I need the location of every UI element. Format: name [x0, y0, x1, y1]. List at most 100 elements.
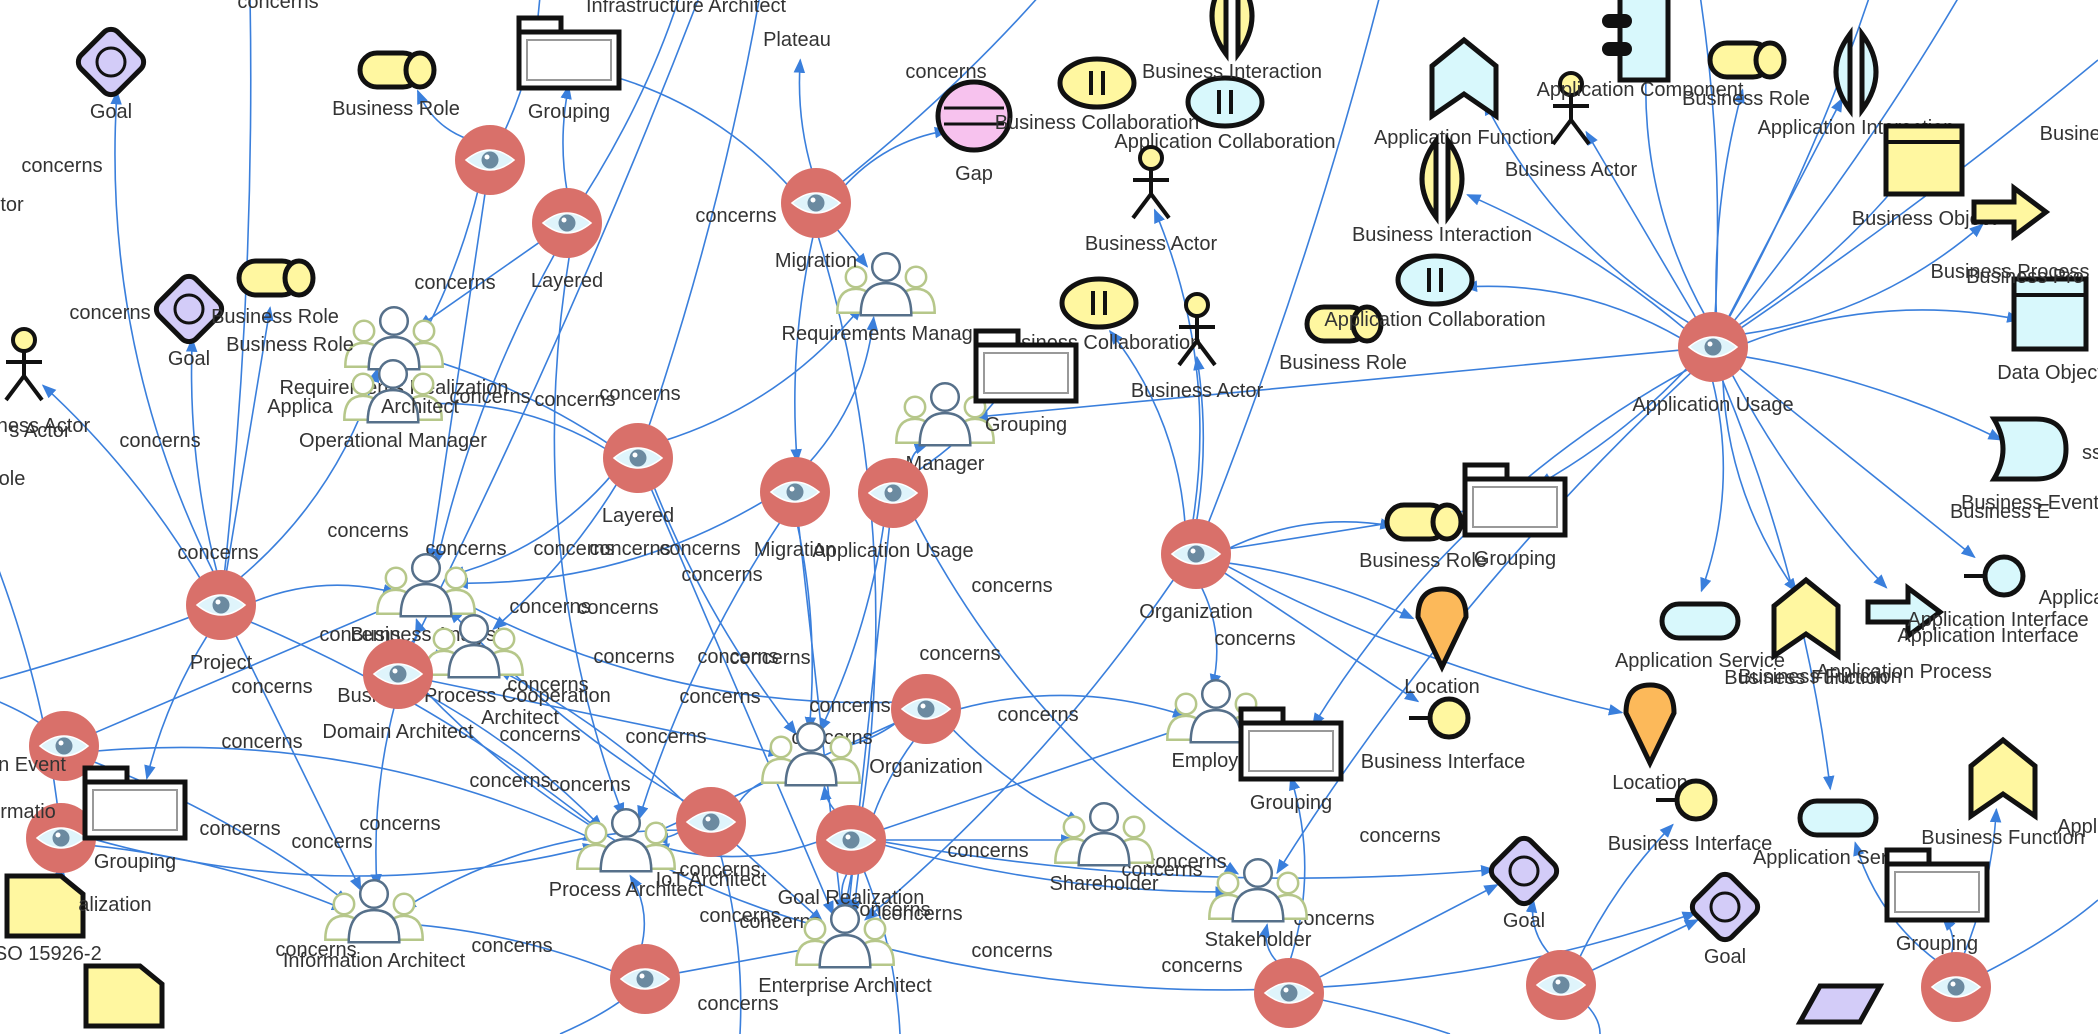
gap-node[interactable]: Gap: [935, 79, 1013, 185]
concerns-edge: [732, 841, 824, 923]
node-label: Enterprise Architect: [758, 975, 932, 997]
viewpoint-node[interactable]: Application Usage: [1632, 312, 1794, 416]
grouping-node[interactable]: Grouping: [82, 765, 188, 873]
node-label: Business Interaction: [1352, 224, 1532, 246]
role-node[interactable]: Business Role: [1279, 304, 1407, 374]
viewpoint-node[interactable]: Organization: [869, 674, 983, 778]
viewpoint-node[interactable]: Migration: [775, 168, 857, 272]
node-label: Application Service: [1753, 847, 1923, 869]
viewpoint-node[interactable]: Layered: [531, 188, 603, 292]
stakeholder-node[interactable]: [761, 721, 861, 787]
stakeholder-node[interactable]: Process Architect: [549, 807, 704, 901]
node-label: Application Usage: [812, 540, 973, 562]
plateau-node[interactable]: Plateau: [763, 29, 831, 51]
stakeholder-node[interactable]: Requirements Manager: [782, 251, 991, 345]
stakeholder-node[interactable]: Operational Manager: [299, 358, 487, 452]
stakeholder-node[interactable]: Business Analyst: [350, 552, 502, 646]
stakeholder-node[interactable]: Manager: [895, 381, 995, 475]
stakeholder-node[interactable]: Shareholder: [1050, 801, 1159, 895]
grouping-node[interactable]: Grouping: [973, 328, 1079, 436]
concerns-edge: [1729, 370, 1888, 589]
node-label: Data Object: [1997, 362, 2098, 384]
assessment-node[interactable]: [1795, 983, 1885, 1025]
viewpoint-node[interactable]: Layered: [602, 423, 674, 527]
location-node[interactable]: Location: [1404, 586, 1480, 698]
viewpoint-node[interactable]: IoT Architect: [656, 787, 767, 891]
concerns-edge: [421, 691, 604, 829]
concerns-edge: [1719, 375, 1835, 791]
concerns-label: concerns: [739, 911, 820, 933]
grouping-node[interactable]: Grouping: [1462, 462, 1568, 570]
viewpoint-node[interactable]: Domain Architect: [322, 639, 474, 743]
viewpoint-node[interactable]: [455, 125, 525, 195]
interaction-node[interactable]: Business Interaction: [1352, 133, 1532, 246]
role-node[interactable]: Business Role: [1682, 40, 1810, 110]
concerns-label: concerns: [469, 770, 550, 792]
role-node[interactable]: Business Role: [1359, 502, 1487, 572]
viewpoint-node[interactable]: Application Usage: [812, 458, 974, 562]
interface-node[interactable]: Business Interface: [1361, 696, 1526, 773]
stakeholder-node[interactable]: Enterprise Architect: [758, 903, 932, 997]
goal-node[interactable]: Goal: [152, 272, 226, 370]
viewpoint-node[interactable]: [1254, 958, 1324, 1028]
dataobject-node[interactable]: Data Object: [1997, 276, 2098, 384]
actor-node[interactable]: Business Actor: [0, 327, 90, 437]
stakeholder-node[interactable]: Information Architect: [283, 878, 466, 972]
collab-node[interactable]: Application Collaboration: [1324, 253, 1546, 331]
actor-node[interactable]: Business Actor: [1505, 71, 1638, 181]
concerns-label: concerns: [679, 686, 760, 708]
node-label: IoT Architect: [656, 869, 767, 891]
interaction-node[interactable]: Application Interaction: [1758, 26, 1955, 139]
stakeholder-node[interactable]: Stakeholder: [1205, 857, 1312, 951]
viewpoint-node[interactable]: Goal Realization: [778, 805, 925, 909]
concerns-label: concerns: [681, 564, 762, 586]
process-node[interactable]: Application Process: [1816, 583, 1992, 683]
location-node[interactable]: Location: [1612, 682, 1688, 794]
goal-node[interactable]: Goal: [74, 25, 148, 123]
actor-node[interactable]: Business Actor: [1131, 292, 1264, 402]
collab-node[interactable]: Application Collaboration: [1114, 75, 1336, 153]
service-node[interactable]: Application Service: [1753, 798, 1923, 869]
grouping-node[interactable]: Grouping: [1884, 847, 1990, 955]
concerns-edge: [1742, 309, 2022, 346]
goal-node[interactable]: Goal: [1487, 834, 1561, 932]
viewpoint-node[interactable]: [1921, 952, 1991, 1022]
viewpoint-node[interactable]: Project: [186, 570, 256, 674]
viewpoint-node[interactable]: [1526, 950, 1596, 1020]
stakeholder-node[interactable]: Requirements Realization: [279, 305, 509, 399]
object-node[interactable]: Business Object: [1852, 123, 1997, 230]
interface-node[interactable]: Application Interface: [1907, 554, 2089, 631]
node-label: Gap: [955, 163, 993, 185]
grouping-node[interactable]: Grouping: [516, 15, 622, 123]
node-label: Business Collaboration: [995, 112, 1200, 134]
concerns-edge: [401, 918, 617, 974]
concerns-label: concerns: [971, 575, 1052, 597]
node-label: Application Collaboration: [1324, 309, 1545, 331]
viewpoint-node[interactable]: Organization: [1139, 519, 1253, 623]
role-node[interactable]: Business Role: [332, 50, 460, 120]
component-node[interactable]: Application Component: [1537, 0, 1744, 101]
concerns-edge: [841, 126, 950, 190]
value-node[interactable]: [83, 963, 165, 1029]
function-node[interactable]: Application Function: [1374, 36, 1554, 149]
viewpoint-node[interactable]: [610, 944, 680, 1014]
diagram-text-label: rmatio: [0, 801, 56, 823]
value-node[interactable]: ISO 15926-2: [0, 873, 102, 965]
grouping-node[interactable]: Grouping: [1238, 706, 1344, 814]
viewpoint-node[interactable]: [29, 711, 99, 781]
collab-node[interactable]: Business Collaboration: [995, 56, 1200, 134]
interface-node[interactable]: Business Interface: [1608, 778, 1773, 855]
function-node[interactable]: Business Function: [1724, 576, 1888, 689]
viewpoint-node[interactable]: [26, 803, 96, 873]
concerns-label: concerns: [509, 596, 590, 618]
actor-node[interactable]: Business Actor: [1085, 145, 1218, 255]
interaction-node[interactable]: Business Interaction: [1142, 0, 1322, 83]
role-node[interactable]: Business Role: [211, 258, 339, 328]
goal-node[interactable]: Goal: [1688, 870, 1762, 968]
event-node[interactable]: Business Event: [1961, 416, 2098, 514]
viewpoint-node[interactable]: Migration: [754, 457, 836, 561]
function-node[interactable]: Business Function: [1921, 736, 2085, 849]
diagram-text-label: Business Role: [226, 334, 354, 356]
service-node[interactable]: Application Service: [1615, 601, 1785, 672]
